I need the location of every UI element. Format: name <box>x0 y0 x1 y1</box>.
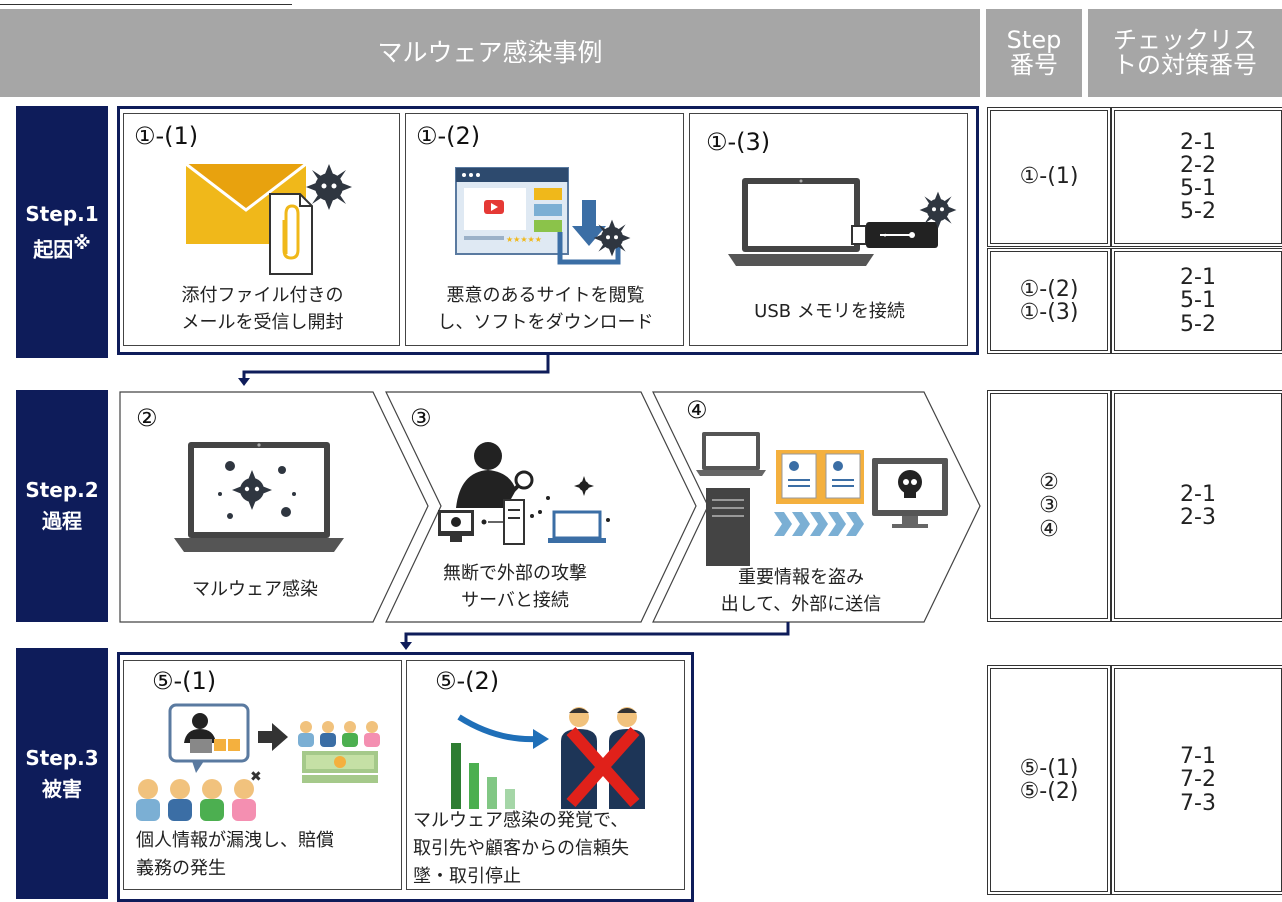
header-check-col: チェックリス トの対策番号 <box>1088 9 1282 97</box>
laptop-icon <box>728 178 874 266</box>
header-step-col: Step 番号 <box>986 9 1082 97</box>
case-2-2-number: ③ <box>410 404 432 432</box>
step2-title: Step.2 <box>25 478 99 502</box>
browser-icon: ★★★★★ <box>455 167 621 265</box>
case-1-1-number: ①-(1) <box>134 122 199 150</box>
case-1-2-number: ①-(2) <box>416 122 481 150</box>
step1-label: Step.1 起因※ <box>16 106 108 358</box>
check-cell-1: 2-1 2-2 5-1 5-2 <box>1111 107 1282 247</box>
header-step-line2: 番号 <box>1010 51 1058 79</box>
step-cell-4: ⑤-(1) ⑤-(2) <box>987 665 1111 895</box>
header-title-text: マルウェア感染事例 <box>377 37 603 67</box>
case-1-2: ①-(2) ★★★★★ 悪意のあるサイトを閲覧 し、ソフトをダウンロード <box>405 113 684 346</box>
top-rule <box>0 4 292 5</box>
case-1-2-caption: 悪意のあるサイトを閲覧 し、ソフトをダウンロード <box>437 285 654 333</box>
case-2-2-caption: 無断で外部の攻撃 サーバと接続 <box>443 563 587 611</box>
step3-sub: 被害 <box>42 776 82 801</box>
case-3-1-number: ⑤-(1) <box>152 667 217 695</box>
step1-sub: 起因※ <box>33 232 91 262</box>
connector-1 <box>238 352 550 386</box>
step2-label: Step.2 過程 <box>16 390 108 622</box>
malware-icon <box>306 164 352 210</box>
step3-label: Step.3 被害 <box>16 648 108 899</box>
step-cell-1: ①-(1) <box>987 107 1111 247</box>
case-1-3: ①-(3) ⭪ USB メモリを接続 <box>689 113 968 346</box>
laptop-malware-icon <box>174 442 344 552</box>
case-2-1-caption: マルウェア感染 <box>192 579 318 600</box>
envelope-icon <box>185 162 313 275</box>
header-step-line1: Step <box>1006 25 1062 54</box>
case-1-3-caption: USB メモリを接続 <box>754 301 905 322</box>
step3-title: Step.3 <box>25 745 99 770</box>
case-3-1: ⑤-(1) ✖ 個人情報が漏洩し、賠償 義務の発生 <box>123 660 402 890</box>
case-1-1-caption: 添付ファイル付きの メールを受信し開封 <box>181 285 344 333</box>
case-3-2-number: ⑤-(2) <box>435 667 500 695</box>
check-cell-3: 2-1 2-3 <box>1111 390 1282 622</box>
step1-title: Step.1 <box>25 201 99 226</box>
header-check-line2: トの対策番号 <box>1113 51 1257 79</box>
case-1-1: ①-(1) 添付ファイル付きの メールを受信し開封 <box>123 113 400 346</box>
malware-icon-3 <box>919 191 957 229</box>
step-cell-3: ② ③ ④ <box>987 390 1111 622</box>
malware-icon-2 <box>593 219 631 257</box>
case-3-2-caption: マルウェア感染の発覚で、 取引先や顧客からの信頼失 墜・取引停止 <box>413 810 629 887</box>
data-leak-icon: ✖ <box>136 703 380 821</box>
svg-text:✖: ✖ <box>250 769 262 785</box>
header-title: マルウェア感染事例 <box>0 9 980 97</box>
case-3-2: ⑤-(2) マルウェア感染の発覚で、 取引先や顧客からの信頼失 墜・取引停止 <box>406 660 685 890</box>
hacker-server-icon <box>438 442 610 545</box>
usb-icon: ⭪ <box>851 222 938 248</box>
case-1-3-number: ①-(3) <box>706 128 771 156</box>
case-2-3-caption: 重要情報を盗み 出して、外部に送信 <box>720 567 882 615</box>
case-3-1-caption: 個人情報が漏洩し、賠償 義務の発生 <box>136 830 334 879</box>
check-cell-2: 2-1 5-1 5-2 <box>1111 248 1282 354</box>
header-check-line1: チェックリス <box>1113 25 1257 54</box>
data-theft-icon <box>696 432 948 566</box>
step2-sub: 過程 <box>42 509 82 533</box>
trust-loss-icon <box>451 707 645 809</box>
case-2-1-number: ② <box>136 404 158 432</box>
step-cell-2: ①-(2) ①-(3) <box>987 248 1111 354</box>
case-2-3-number: ④ <box>686 396 708 424</box>
check-cell-4: 7-1 7-2 7-3 <box>1111 665 1282 895</box>
connector-2 <box>400 622 790 650</box>
svg-text:★★★★★: ★★★★★ <box>506 235 542 244</box>
